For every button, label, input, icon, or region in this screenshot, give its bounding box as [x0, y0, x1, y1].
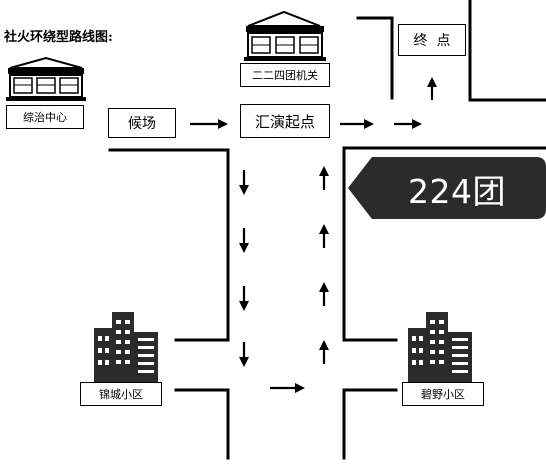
arrow-icon: [340, 119, 374, 129]
arrow-icon: [319, 340, 329, 364]
label-houchang-text: 候场: [128, 116, 156, 132]
label-zongzhi: 综治中心: [6, 105, 84, 129]
label-jincheng-text: 锦城小区: [99, 388, 143, 401]
arrow-icon: [270, 383, 305, 393]
label-jincheng: 锦城小区: [80, 382, 162, 406]
road-right-lower: [342, 388, 398, 460]
road-top-right-2: [468, 0, 546, 102]
arrow-icon: [427, 77, 437, 100]
apartment-building-icon: [408, 312, 472, 382]
arrow-icon: [319, 282, 329, 306]
arrow-icon: [239, 286, 249, 311]
label-zongzhi-text: 综治中心: [23, 111, 67, 124]
label-erersi-text: 二二四团机关: [252, 69, 318, 82]
road-left-lower: [174, 388, 230, 460]
map-title: 社火环绕型路线图:: [4, 30, 113, 45]
road-top-right-1: [356, 16, 394, 100]
badge-label: 224团: [408, 172, 506, 211]
road-left-upper: [108, 148, 230, 342]
route-arrows: [190, 77, 437, 393]
label-houchang: 候场: [108, 108, 176, 138]
label-biye-text: 碧野小区: [421, 388, 465, 401]
arrow-icon: [239, 170, 249, 195]
arrow-icon: [190, 119, 228, 129]
label-zhongdian-text: 终 点: [413, 33, 451, 49]
arrow-icon: [319, 224, 329, 248]
label-zhongdian: 终 点: [398, 24, 466, 56]
arrow-icon: [239, 342, 249, 367]
road-right-upper: [342, 146, 546, 342]
road-lines: [108, 0, 546, 460]
apartment-building-icon: [94, 312, 158, 382]
arrow-icon: [319, 166, 329, 190]
government-building-icon: [244, 10, 326, 61]
label-huiyan-text: 汇演起点: [254, 112, 315, 131]
label-huiyan: 汇演起点: [240, 104, 330, 138]
arrow-icon: [239, 228, 249, 253]
badge-shape: [348, 157, 546, 219]
label-erersi: 二二四团机关: [240, 63, 330, 87]
arrow-icon: [394, 119, 422, 129]
government-building-icon: [6, 56, 86, 101]
label-biye: 碧野小区: [402, 382, 484, 406]
